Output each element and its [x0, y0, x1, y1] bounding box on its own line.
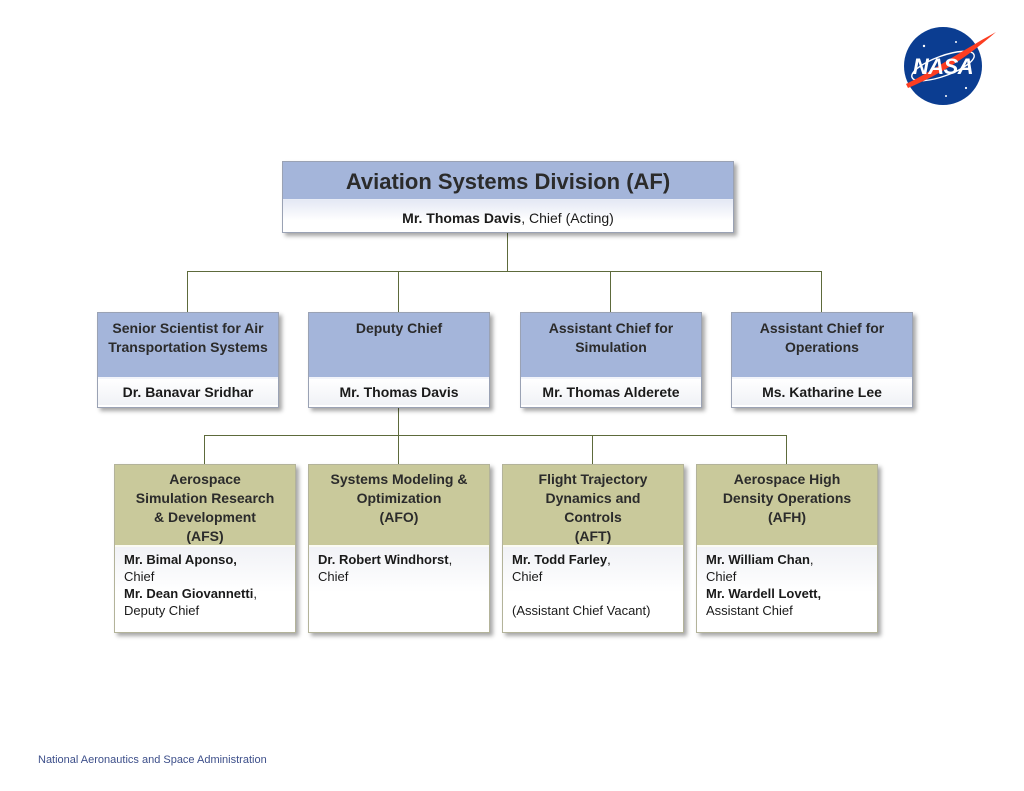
branch-staff: Mr. Bimal Aponso, Chief Mr. Dean Giovann… [115, 547, 295, 630]
staff-role: Chief [706, 569, 737, 584]
position-holder: Mr. Thomas Davis [309, 379, 489, 405]
branch-afo-box: Systems Modeling & Optimization (AFO) Dr… [308, 464, 490, 633]
staff-name: Mr. Wardell Lovett, [706, 586, 822, 601]
branch-title-line: Dynamics and [545, 490, 641, 506]
nasa-logo: NASA [896, 24, 1000, 108]
division-title: Aviation Systems Division (AF) [283, 162, 733, 200]
assistant-chief-operations-box: Assistant Chief for Operations Ms. Katha… [731, 312, 913, 408]
connector [398, 407, 399, 435]
deputy-chief-box: Deputy Chief Mr. Thomas Davis [308, 312, 490, 408]
branch-title-line: Flight Trajectory [538, 471, 648, 487]
connector [610, 271, 611, 312]
branch-title-line: (AFH) [767, 509, 807, 525]
branch-title: Flight Trajectory Dynamics and Controls … [503, 465, 683, 547]
staff-name: Mr. Dean Giovannetti [124, 586, 254, 601]
branch-title-line: Simulation Research [135, 490, 275, 506]
svg-text:NASA: NASA [913, 54, 973, 79]
senior-scientist-box: Senior Scientist for Air Transportation … [97, 312, 279, 408]
staff-name: Mr. Todd Farley [512, 552, 608, 567]
connector [204, 435, 205, 464]
branch-title-line: (AFT) [574, 528, 612, 544]
branch-staff: Mr. William Chan, Chief Mr. Wardell Love… [697, 547, 877, 630]
footer-text: National Aeronautics and Space Administr… [38, 754, 267, 766]
staff-role: Chief [512, 569, 543, 584]
position-title: Senior Scientist for Air Transportation … [98, 313, 278, 379]
position-holder: Mr. Thomas Alderete [521, 379, 701, 405]
branch-aft-box: Flight Trajectory Dynamics and Controls … [502, 464, 684, 633]
branch-afs-box: Aerospace Simulation Research & Developm… [114, 464, 296, 633]
vacancy-note: (Assistant Chief Vacant) [512, 603, 651, 618]
division-head-name: Mr. Thomas Davis [402, 210, 522, 226]
branch-title-line: (AFS) [186, 528, 224, 544]
connector [786, 435, 787, 464]
branch-afh-box: Aerospace High Density Operations (AFH) … [696, 464, 878, 633]
branch-title-line: Controls [564, 509, 622, 525]
staff-name-suffix: , [809, 552, 814, 567]
branch-staff: Mr. Todd Farley, Chief (Assistant Chief … [503, 547, 683, 630]
staff-role: Chief [124, 569, 155, 584]
staff-role: Assistant Chief [706, 603, 793, 618]
branch-title-line: Systems Modeling & [330, 471, 468, 487]
branch-title-line: Density Operations [722, 490, 852, 506]
division-box: Aviation Systems Division (AF) Mr. Thoma… [282, 161, 734, 233]
position-holder: Ms. Katharine Lee [732, 379, 912, 405]
assistant-chief-simulation-box: Assistant Chief for Simulation Mr. Thoma… [520, 312, 702, 408]
staff-name: Dr. Robert Windhorst [318, 552, 449, 567]
staff-name-suffix: , [607, 552, 611, 567]
branch-title: Systems Modeling & Optimization (AFO) [309, 465, 489, 547]
staff-role: Chief [318, 569, 349, 584]
staff-name: Mr. Bimal Aponso, [124, 552, 237, 567]
branch-title-line: (AFO) [379, 509, 419, 525]
connector [187, 271, 188, 312]
division-head: Mr. Thomas Davis, Chief (Acting) [283, 200, 733, 232]
branch-title-line: Aerospace [169, 471, 241, 487]
staff-name: Mr. William Chan [706, 552, 810, 567]
connector [507, 232, 508, 271]
position-title: Assistant Chief for Operations [732, 313, 912, 379]
staff-name-suffix: , [448, 552, 453, 567]
connector [592, 435, 593, 464]
connector [821, 271, 822, 312]
connector [204, 435, 787, 436]
branch-title-line: Aerospace High [733, 471, 841, 487]
position-holder: Dr. Banavar Sridhar [98, 379, 278, 405]
connector [398, 271, 399, 312]
branch-staff: Dr. Robert Windhorst, Chief [309, 547, 489, 630]
branch-title: Aerospace High Density Operations (AFH) [697, 465, 877, 547]
branch-title-line: Optimization [356, 490, 442, 506]
connector [398, 435, 399, 464]
connector [187, 271, 822, 272]
division-head-role: , Chief (Acting) [521, 210, 614, 226]
staff-name-suffix: , [253, 586, 257, 601]
branch-title: Aerospace Simulation Research & Developm… [115, 465, 295, 547]
position-title: Assistant Chief for Simulation [521, 313, 701, 379]
branch-title-line: & Development [154, 509, 256, 525]
staff-role: Deputy Chief [124, 603, 200, 618]
position-title: Deputy Chief [309, 313, 489, 379]
